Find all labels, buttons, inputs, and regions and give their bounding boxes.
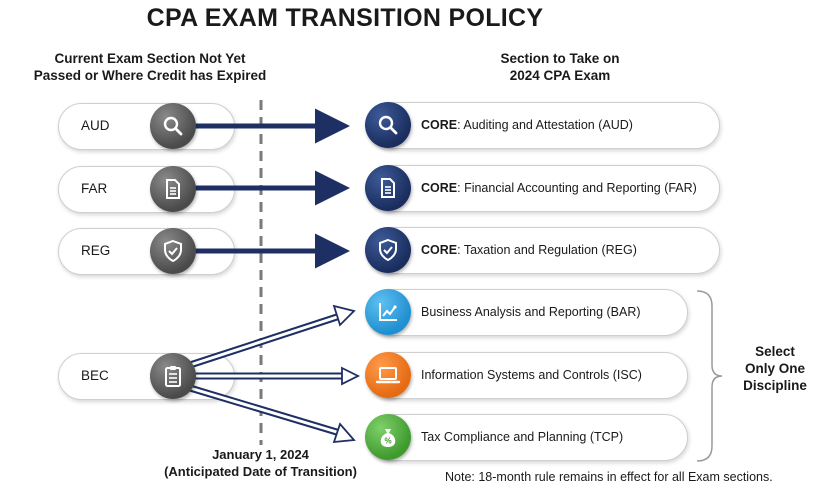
target-name: : Auditing and Attestation (AUD) — [457, 118, 633, 132]
left-header-line-2: Passed or Where Credit has Expired — [33, 68, 267, 83]
target-pill-tcp: Tax Compliance and Planning (TCP) — [368, 414, 688, 461]
document-icon — [150, 166, 196, 212]
select-line-1: Select — [755, 344, 795, 359]
left-column-header: Current Exam Section Not Yet Passed or W… — [0, 50, 300, 84]
laptop-icon — [365, 352, 411, 398]
source-label: REG — [81, 243, 111, 258]
source-label: FAR — [81, 181, 108, 196]
arrow-bec-to-bar — [188, 304, 356, 369]
transition-date: January 1, 2024 — [212, 447, 309, 462]
core-label: CORE — [421, 181, 458, 195]
money-bag-icon: % — [365, 414, 411, 460]
search-icon — [365, 102, 411, 148]
select-one-discipline-note: Select Only One Discipline — [730, 343, 817, 394]
target-label: CORE: Taxation and Regulation (REG) — [421, 243, 637, 257]
shield-check-icon — [365, 227, 411, 273]
core-label: CORE — [421, 118, 458, 132]
source-label: AUD — [81, 118, 110, 133]
discipline-label: Business Analysis and Reporting (BAR) — [421, 305, 641, 319]
select-line-2: Only One — [744, 361, 805, 376]
left-header-line-1: Current Exam Section Not Yet — [54, 51, 246, 66]
document-icon — [365, 165, 411, 211]
right-header-line-2: 2024 CPA Exam — [509, 68, 611, 83]
select-line-3: Discipline — [743, 378, 807, 393]
transition-date-note: (Anticipated Date of Transition) — [164, 464, 357, 479]
target-name: : Financial Accounting and Reporting (FA… — [457, 181, 697, 195]
arrow-bec-to-isc — [190, 366, 361, 386]
discipline-bracket — [696, 290, 723, 462]
source-label: BEC — [81, 368, 109, 383]
discipline-label: Tax Compliance and Planning (TCP) — [421, 430, 624, 444]
target-pill-far: CORE: Financial Accounting and Reporting… — [368, 165, 720, 212]
target-pill-bar: Business Analysis and Reporting (BAR) — [368, 289, 688, 336]
target-label: CORE: Financial Accounting and Reporting… — [421, 181, 697, 195]
core-label: CORE — [421, 243, 458, 257]
target-name: : Taxation and Regulation (REG) — [457, 243, 637, 257]
svg-text:%: % — [384, 437, 391, 446]
search-icon — [150, 103, 196, 149]
shield-check-icon — [150, 228, 196, 274]
clipboard-list-icon — [150, 353, 196, 399]
right-header-line-1: Section to Take on — [500, 51, 620, 66]
right-column-header: Section to Take on 2024 CPA Exam — [440, 50, 680, 84]
page-title: CPA EXAM TRANSITION POLICY — [146, 4, 544, 32]
arrow-bec-to-tcp — [188, 384, 356, 444]
target-pill-isc: Information Systems and Controls (ISC) — [368, 352, 688, 399]
transition-date-label: January 1, 2024 (Anticipated Date of Tra… — [148, 446, 373, 480]
discipline-label: Information Systems and Controls (ISC) — [421, 368, 642, 382]
footnote: Note: 18-month rule remains in effect fo… — [445, 470, 773, 484]
target-label: CORE: Auditing and Attestation (AUD) — [421, 118, 633, 132]
target-pill-reg: CORE: Taxation and Regulation (REG) — [368, 227, 720, 274]
chart-icon — [365, 289, 411, 335]
